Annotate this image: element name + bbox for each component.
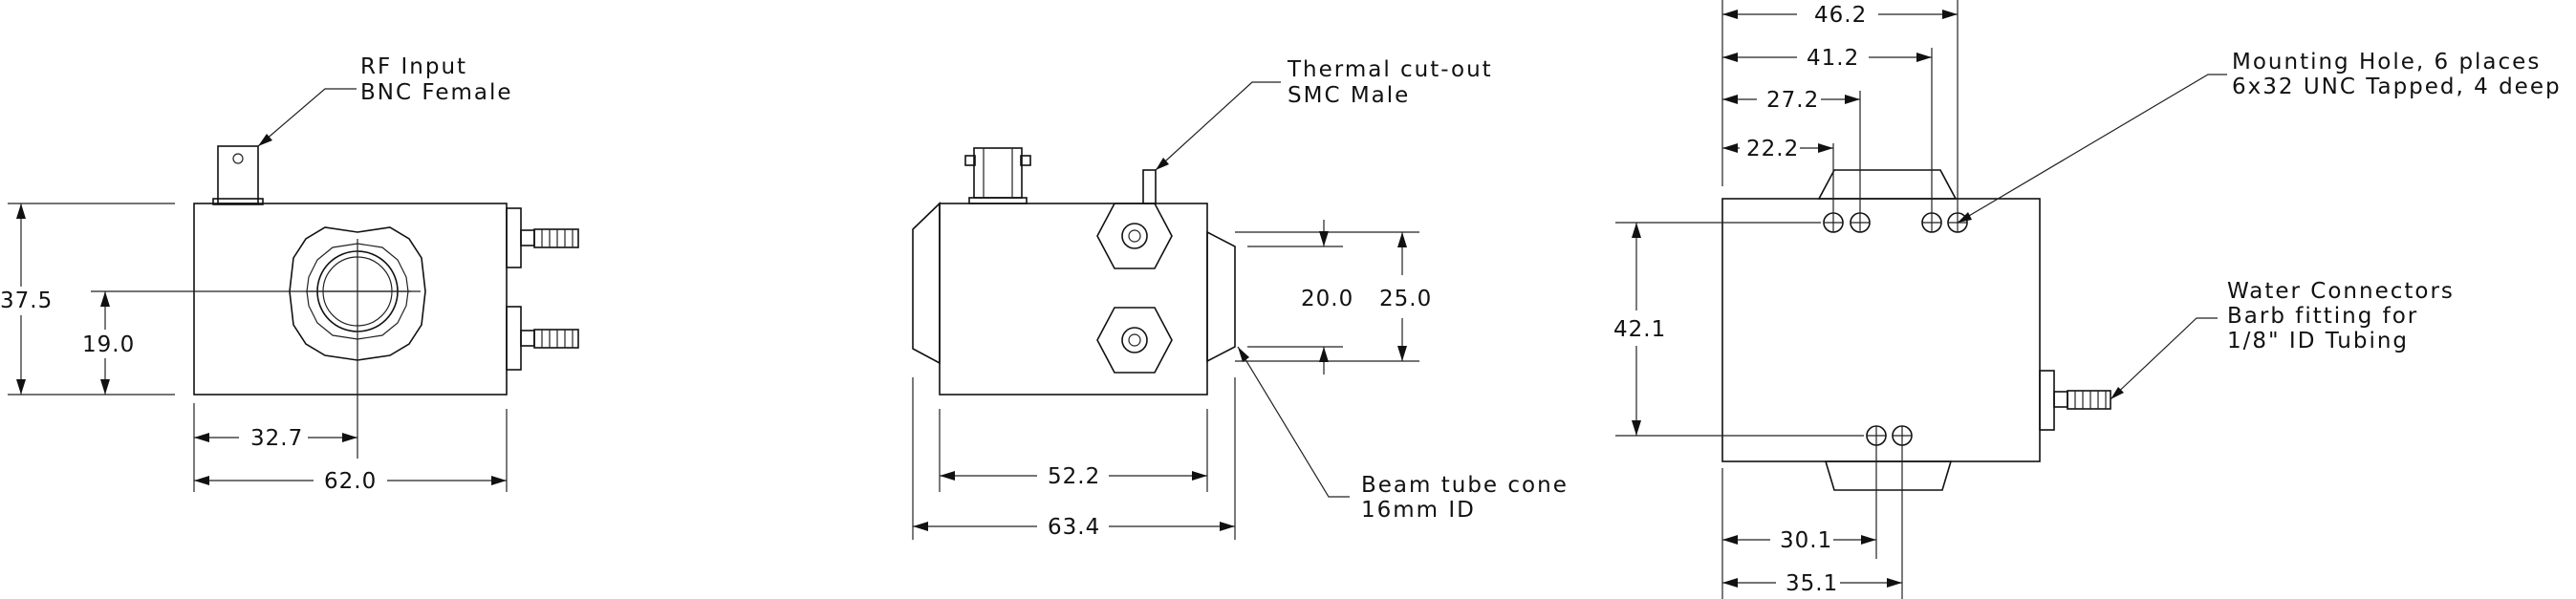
hex-fitting-lower — [1096, 307, 1173, 374]
bnc-connector-side — [973, 147, 1023, 199]
note-mounting-line1: Mounting Hole, 6 places — [2232, 50, 2541, 75]
dim-top-22: 22.2 — [1746, 137, 1799, 161]
top-flange-upper — [1817, 169, 1958, 200]
barb-upper — [533, 228, 579, 248]
note-water-line2: Barb fitting for — [2227, 304, 2418, 329]
front-view — [8, 88, 579, 492]
dim-front-height: 37.5 — [0, 289, 53, 313]
hex-fitting-upper — [1096, 203, 1173, 269]
water-fitting-top — [2039, 370, 2055, 431]
note-thermal-line1: Thermal cut-out — [1287, 57, 1493, 82]
barb-top — [2067, 390, 2111, 410]
dim-front-center-height: 19.0 — [82, 332, 135, 357]
dim-bottom-30: 30.1 — [1780, 528, 1832, 553]
side-view — [912, 81, 1419, 540]
smc-connector — [1142, 169, 1157, 204]
note-rf-input-line2: BNC Female — [360, 80, 513, 105]
dim-front-center-width: 32.7 — [250, 426, 303, 451]
dim-front-width: 62.0 — [324, 469, 377, 494]
note-thermal-line2: SMC Male — [1288, 83, 1410, 108]
dim-top-46: 46.2 — [1814, 3, 1867, 28]
dim-side-total-length: 63.4 — [1048, 515, 1100, 540]
note-rf-input-line1: RF Input — [360, 54, 467, 79]
bnc-pin-icon — [232, 153, 244, 164]
dim-top-41: 41.2 — [1807, 46, 1859, 71]
top-view — [1615, 0, 2227, 599]
note-beam-line2: 16mm ID — [1361, 498, 1476, 523]
top-flange-lower — [1824, 460, 1953, 491]
mounting-hole-icon — [1823, 212, 1968, 446]
note-mounting-line2: 6x32 UNC Tapped, 4 deep — [2232, 75, 2562, 99]
dim-side-body-length: 52.2 — [1048, 464, 1100, 489]
barb-lower — [533, 329, 579, 349]
dim-side-inner-height: 20.0 — [1301, 287, 1353, 311]
water-fitting-upper — [506, 207, 522, 268]
top-body — [1721, 198, 2041, 462]
side-body — [939, 203, 1208, 396]
bnc-connector-front — [217, 145, 259, 204]
note-water-line1: Water Connectors — [2227, 279, 2455, 304]
note-beam-line1: Beam tube cone — [1361, 473, 1569, 498]
beam-tube-cone — [1206, 230, 1236, 363]
dim-bottom-35: 35.1 — [1786, 571, 1838, 596]
water-fitting-lower — [506, 306, 522, 371]
dim-top-height: 42.1 — [1613, 317, 1666, 342]
dim-top-27: 27.2 — [1766, 88, 1819, 113]
dim-side-outer-height: 25.0 — [1379, 287, 1432, 311]
bnc-flange — [212, 198, 264, 205]
note-water-line3: 1/8" ID Tubing — [2227, 329, 2409, 353]
front-body — [193, 203, 508, 396]
side-left-cone — [912, 202, 941, 365]
